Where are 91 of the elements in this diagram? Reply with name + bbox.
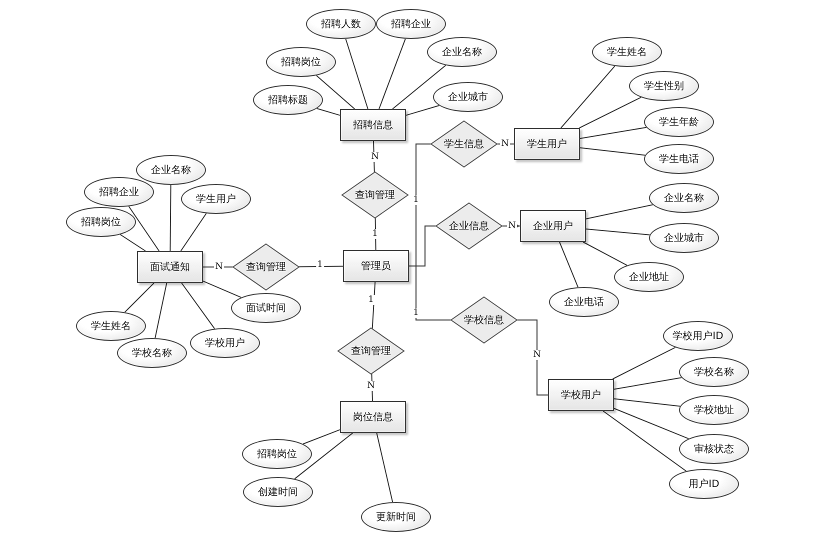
attribute-ellipse: 学生姓名 <box>76 311 146 341</box>
attribute-ellipse: 学校地址 <box>679 395 749 425</box>
connector-line <box>614 377 682 390</box>
connector-line <box>302 429 340 444</box>
connector-line <box>154 282 168 339</box>
attribute-ellipse: 招聘岗位 <box>66 207 136 237</box>
attribute-ellipse: 学生性别 <box>629 71 699 101</box>
cardinality-label: N <box>532 350 542 360</box>
attribute-ellipse: 招聘标题 <box>253 85 323 115</box>
relationship-diamond: 学生信息 <box>431 121 497 167</box>
attribute-ellipse: 招聘人数 <box>306 9 376 39</box>
cardinality-label: N <box>366 381 376 391</box>
entity-box: 企业用户 <box>520 210 586 242</box>
cardinality-label: N <box>500 139 510 149</box>
attribute-ellipse: 企业名称 <box>649 183 719 213</box>
attribute-ellipse: 学校名称 <box>117 338 187 368</box>
attribute-ellipse: 用户ID <box>669 469 739 499</box>
relationship-diamond: 查询管理 <box>342 172 408 218</box>
attribute-ellipse: 学校名称 <box>679 357 749 387</box>
connector-line <box>612 346 676 380</box>
attribute-ellipse: 企业城市 <box>649 223 719 253</box>
entity-box: 学生用户 <box>514 128 580 160</box>
attribute-ellipse: 企业地址 <box>614 262 684 292</box>
connector-line <box>374 217 376 250</box>
connector-line <box>372 282 376 330</box>
connector-line <box>378 38 406 110</box>
connector-line <box>316 75 356 110</box>
relationship-diamond: 企业信息 <box>436 203 502 249</box>
relationship-diamond: 学校信息 <box>451 297 517 343</box>
cardinality-label: 1 <box>412 308 420 318</box>
attribute-ellipse: 企业城市 <box>433 82 503 112</box>
attribute-ellipse: 招聘企业 <box>84 177 154 207</box>
connector-line <box>408 266 452 320</box>
connector-line <box>586 204 654 220</box>
attribute-ellipse: 企业名称 <box>427 37 497 67</box>
attribute-ellipse: 学生姓名 <box>592 37 662 67</box>
connector-line <box>371 373 373 402</box>
cardinality-label: N <box>370 152 380 162</box>
cardinality-label: 1 <box>412 195 420 205</box>
cardinality-label: N <box>214 262 224 272</box>
cardinality-label: N <box>507 221 517 231</box>
entity-box: 岗位信息 <box>340 401 406 433</box>
connector-line <box>345 38 368 110</box>
attribute-ellipse: 学生用户 <box>181 184 251 214</box>
attribute-ellipse: 招聘岗位 <box>266 47 336 77</box>
entity-box: 招聘信息 <box>340 109 406 141</box>
attribute-ellipse: 学生电话 <box>644 144 714 174</box>
connector-line <box>406 105 440 116</box>
cardinality-label: 1 <box>371 229 379 239</box>
connector-line <box>586 228 650 236</box>
connector-line <box>202 280 242 298</box>
connector-line <box>316 108 340 116</box>
connector-line <box>614 408 690 440</box>
entity-box: 管理员 <box>343 250 409 282</box>
connector-line <box>559 242 578 288</box>
connector-line <box>373 140 375 173</box>
attribute-ellipse: 审核状态 <box>679 434 749 464</box>
connector-line <box>392 64 446 110</box>
connector-line <box>602 410 687 472</box>
attribute-ellipse: 面试时间 <box>231 293 301 323</box>
relationship-diamond: 查询管理 <box>338 328 404 374</box>
connector-line <box>128 206 160 252</box>
relationship-diamond: 查询管理 <box>233 244 299 290</box>
connector-line <box>298 266 344 268</box>
connector-line <box>516 320 548 396</box>
connector-line <box>580 126 647 139</box>
connector-line <box>582 242 628 266</box>
connector-line <box>181 282 216 330</box>
connector-line <box>578 96 642 128</box>
connector-line <box>294 432 354 480</box>
connector-line <box>124 282 154 313</box>
connector-line <box>614 398 681 407</box>
attribute-ellipse: 招聘岗位 <box>242 439 312 469</box>
connector-line <box>560 66 616 128</box>
connector-line <box>580 147 646 156</box>
cardinality-label: 1 <box>316 260 324 270</box>
cardinality-label: 1 <box>367 295 375 305</box>
entity-box: 面试通知 <box>137 251 203 283</box>
connector-line <box>180 212 207 252</box>
attribute-ellipse: 招聘企业 <box>376 9 446 39</box>
attribute-ellipse: 创建时间 <box>243 477 313 507</box>
attribute-ellipse: 学校用户ID <box>663 321 733 351</box>
attribute-ellipse: 企业名称 <box>136 155 206 185</box>
entity-box: 学校用户 <box>548 379 614 411</box>
connector-line <box>376 432 394 503</box>
attribute-ellipse: 更新时间 <box>361 502 431 532</box>
attribute-ellipse: 学校用户 <box>190 328 260 358</box>
connector-line <box>170 184 172 252</box>
connector-line <box>120 234 146 252</box>
attribute-ellipse: 企业电话 <box>549 287 619 317</box>
attribute-ellipse: 学生年龄 <box>644 107 714 137</box>
